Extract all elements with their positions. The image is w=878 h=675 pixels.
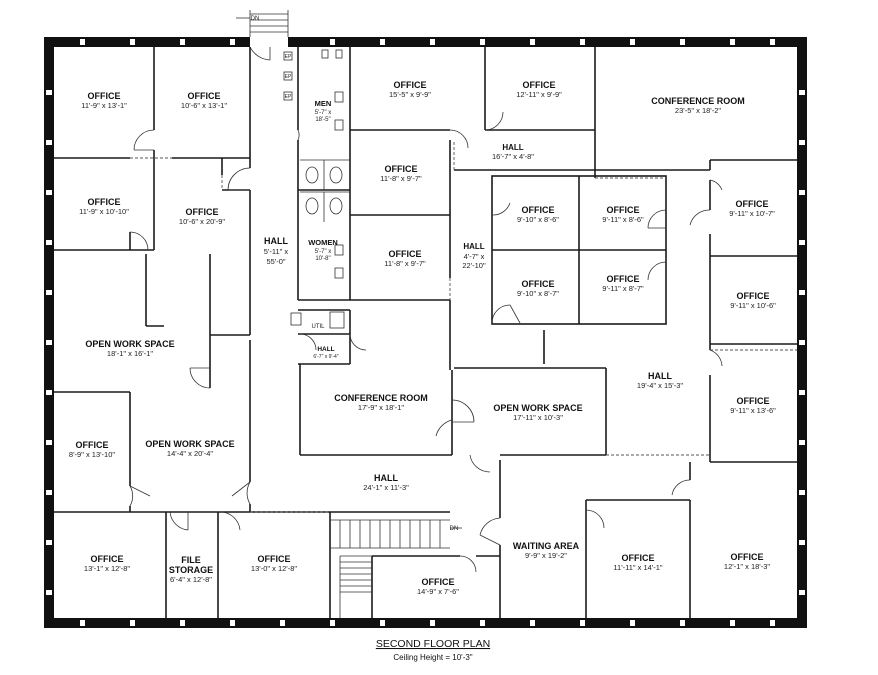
ep-marker: EP [285, 54, 292, 60]
room-name: OFFICE [188, 91, 221, 101]
room-dim: 10'-6" x 13'-1" [181, 101, 227, 110]
room-dim: 9'-10" x 8'-6" [517, 215, 559, 224]
room-name: CONFERENCE ROOM [651, 96, 745, 106]
room-dim-line2: 22'-10" [462, 261, 486, 270]
top-stair [236, 10, 289, 61]
room-dim: 24'-1" x 11'-3" [363, 483, 409, 492]
room-name: OFFICE [258, 554, 291, 564]
restroom-fixtures [283, 49, 350, 329]
room-name: OFFICE [523, 80, 556, 90]
room-dim: 13'-0" x 12'-8" [251, 564, 297, 573]
room-dim: 9'-11" x 13'-6" [730, 406, 776, 415]
plan-title: SECOND FLOOR PLAN [376, 638, 490, 650]
room-name: HALL [317, 346, 334, 353]
room-name: OFFICE [422, 577, 455, 587]
stair-down [330, 519, 462, 618]
room-name: WOMEN [308, 238, 338, 247]
util-label: UTIL [311, 324, 325, 330]
room-name: OFFICE [736, 199, 769, 209]
room-name: OFFICE [385, 164, 418, 174]
room-name: OPEN WORK SPACE [493, 403, 582, 413]
room-name: WAITING AREA [513, 541, 580, 551]
room-name: OFFICE [389, 249, 422, 259]
room-dim: 9'-11" x 8'-7" [602, 284, 644, 293]
room-name: OPEN WORK SPACE [145, 439, 234, 449]
room-dim: 14'-9" x 7'-6" [417, 587, 459, 596]
room-name: CONFERENCE ROOM [334, 393, 428, 403]
dn-marker-top: DN [251, 16, 260, 22]
room-dim: 6'-7" x 9'-4" [313, 354, 338, 360]
room-dim: 5'-7" x [315, 110, 332, 116]
room-dim: 5'-11" x [264, 247, 289, 256]
room-dim: 23'-5" x 18'-2" [675, 106, 721, 115]
room-name-line2: STORAGE [169, 565, 213, 575]
room-dim: 11'-9" x 13'-1" [81, 101, 127, 110]
room-dim: 19'-4" x 15'-3" [637, 381, 683, 390]
room-dim: 12'-11" x 9'-9" [516, 90, 562, 99]
room-dim: 14'-4" x 20'-4" [167, 449, 213, 458]
room-name: OFFICE [607, 205, 640, 215]
room-dim: 6'-4" x 12'-8" [170, 575, 212, 584]
exterior-walls [44, 37, 807, 628]
room-name: OFFICE [522, 205, 555, 215]
room-dim: 4'-7" x [464, 252, 485, 261]
door-swings [129, 111, 723, 573]
room-name: OFFICE [394, 80, 427, 90]
room-name: OFFICE [607, 274, 640, 284]
room-dim: 9'-11" x 10'-6" [730, 301, 776, 310]
room-dim: 13'-1" x 12'-8" [84, 564, 130, 573]
room-dim: 17'-9" x 18'-1" [358, 403, 404, 412]
room-dim-line2: 10'-8" [315, 256, 330, 262]
dn-marker-stair: DN [450, 526, 459, 532]
room-dim: 12'-1" x 18'-3" [724, 562, 770, 571]
room-name: OFFICE [76, 440, 109, 450]
room-dim: 11'-8" x 9'-7" [380, 174, 422, 183]
plan-markers: DN DN EP EP EP UTIL [251, 16, 459, 532]
room-dim: 8'-9" x 13'-10" [69, 450, 115, 459]
room-dim-line2: 18'-5" [315, 117, 330, 123]
room-dim: 9'-9" x 19'-2" [525, 551, 567, 560]
room-name: HALL [648, 371, 672, 381]
room-dim: 17'-11" x 10'-3" [513, 413, 563, 422]
room-name: MEN [315, 99, 332, 108]
room-name: HALL [374, 473, 398, 483]
room-name: OFFICE [522, 279, 555, 289]
room-dim: 16'-7" x 4'-8" [492, 152, 534, 161]
room-name: OFFICE [622, 553, 655, 563]
ep-marker: EP [285, 74, 292, 80]
room-name: OFFICE [91, 554, 124, 564]
room-labels: OFFICE 11'-9" x 13'-1" OFFICE 10'-6" x 1… [69, 80, 776, 596]
room-dim: 15'-5" x 9'-9" [389, 90, 431, 99]
room-dim-line2: 55'-0" [266, 257, 285, 266]
room-name: OFFICE [88, 91, 121, 101]
room-name: FILE [181, 555, 201, 565]
room-dim: 9'-10" x 8'-7" [517, 289, 559, 298]
room-dim: 11'-8" x 9'-7" [384, 259, 426, 268]
ep-marker: EP [285, 94, 292, 100]
room-name: OFFICE [737, 291, 770, 301]
room-dim: 9'-11" x 10'-7" [729, 209, 775, 218]
room-dim: 11'-11" x 14'-1" [613, 563, 663, 572]
room-name: OFFICE [88, 197, 121, 207]
interior-walls [54, 47, 797, 618]
room-name: HALL [502, 143, 523, 152]
room-name: HALL [463, 242, 484, 251]
plan-subtitle: Ceiling Height = 10'-3" [393, 653, 472, 662]
room-name: OFFICE [731, 552, 764, 562]
room-dim: 10'-6" x 20'-9" [179, 217, 225, 226]
electrical-panel-icon [290, 312, 302, 326]
room-name: HALL [264, 236, 288, 246]
room-name: OPEN WORK SPACE [85, 339, 174, 349]
room-dim: 5'-7" x [315, 249, 332, 255]
room-dim: 18'-1" x 16'-1" [107, 349, 153, 358]
thresholds [130, 140, 797, 513]
room-dim: 9'-11" x 8'-6" [602, 215, 644, 224]
room-name: OFFICE [186, 207, 219, 217]
room-dim: 11'-9" x 10'-10" [79, 207, 129, 216]
room-name: OFFICE [737, 396, 770, 406]
